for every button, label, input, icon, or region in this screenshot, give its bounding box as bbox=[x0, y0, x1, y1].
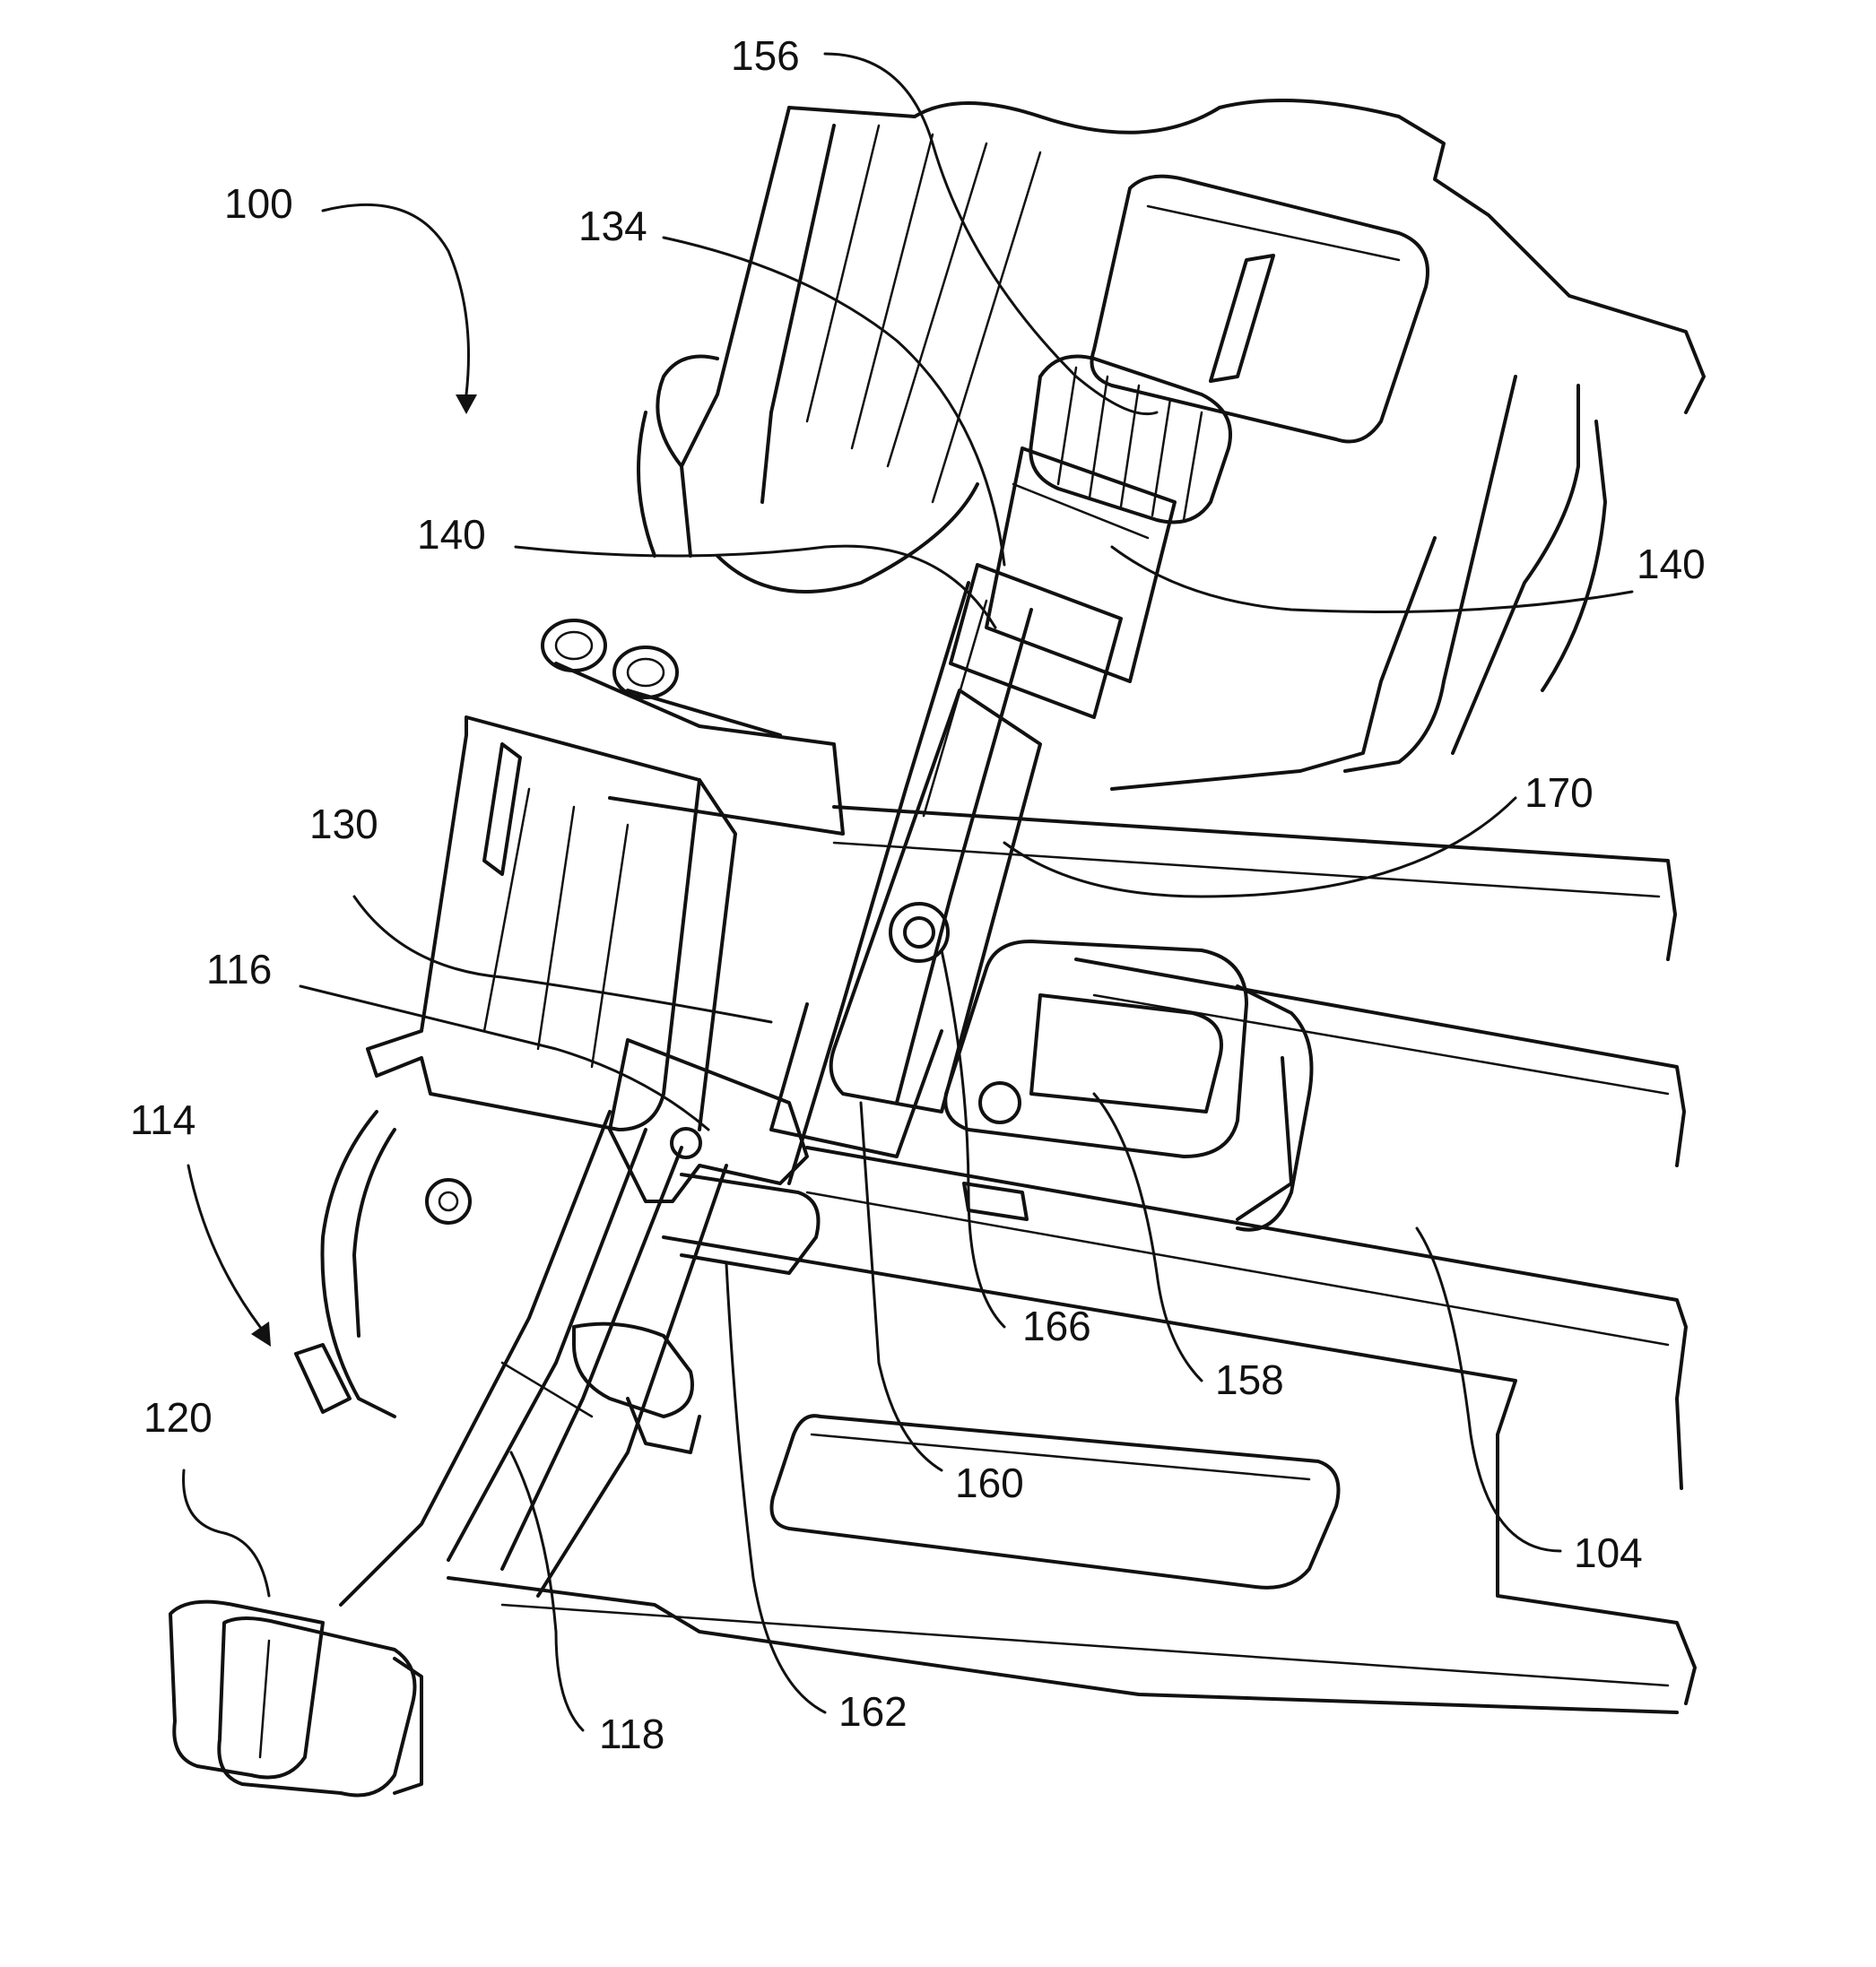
grip-panel bbox=[1092, 177, 1429, 442]
ref-170: 170 bbox=[1524, 769, 1594, 816]
ref-116: 116 bbox=[206, 946, 272, 992]
ref-134: 134 bbox=[578, 203, 647, 249]
leader-lines bbox=[184, 54, 1632, 1730]
ref-156: 156 bbox=[731, 32, 800, 79]
contact-pad bbox=[170, 1602, 421, 1796]
hose-fittings bbox=[543, 620, 843, 834]
rail-slot bbox=[771, 1416, 1338, 1588]
ref-166: 166 bbox=[1022, 1303, 1091, 1349]
ref-114: 114 bbox=[130, 1096, 195, 1143]
ref-158: 158 bbox=[1215, 1356, 1284, 1403]
clevis-link bbox=[945, 941, 1311, 1230]
depth-adjust-knob bbox=[1030, 357, 1230, 523]
ref-130: 130 bbox=[309, 801, 378, 847]
nosepiece-body bbox=[368, 717, 735, 1130]
ref-162: 162 bbox=[838, 1688, 908, 1735]
reference-numerals: 100 156 134 140 140 170 130 116 114 120 … bbox=[130, 32, 1706, 1757]
ref-160: 160 bbox=[955, 1460, 1024, 1506]
arrowhead-100 bbox=[456, 394, 477, 414]
ref-118: 118 bbox=[599, 1711, 664, 1757]
upper-housing bbox=[638, 100, 1704, 789]
ref-100: 100 bbox=[224, 180, 293, 227]
linkage-bar bbox=[771, 690, 1040, 1157]
ref-140-right: 140 bbox=[1637, 541, 1706, 587]
ref-104: 104 bbox=[1574, 1529, 1643, 1576]
ref-140-left: 140 bbox=[417, 511, 486, 558]
drive-channel bbox=[341, 1112, 726, 1605]
arrowhead-114 bbox=[251, 1321, 271, 1347]
ref-120: 120 bbox=[143, 1394, 213, 1441]
trigger-guard bbox=[296, 1112, 470, 1417]
